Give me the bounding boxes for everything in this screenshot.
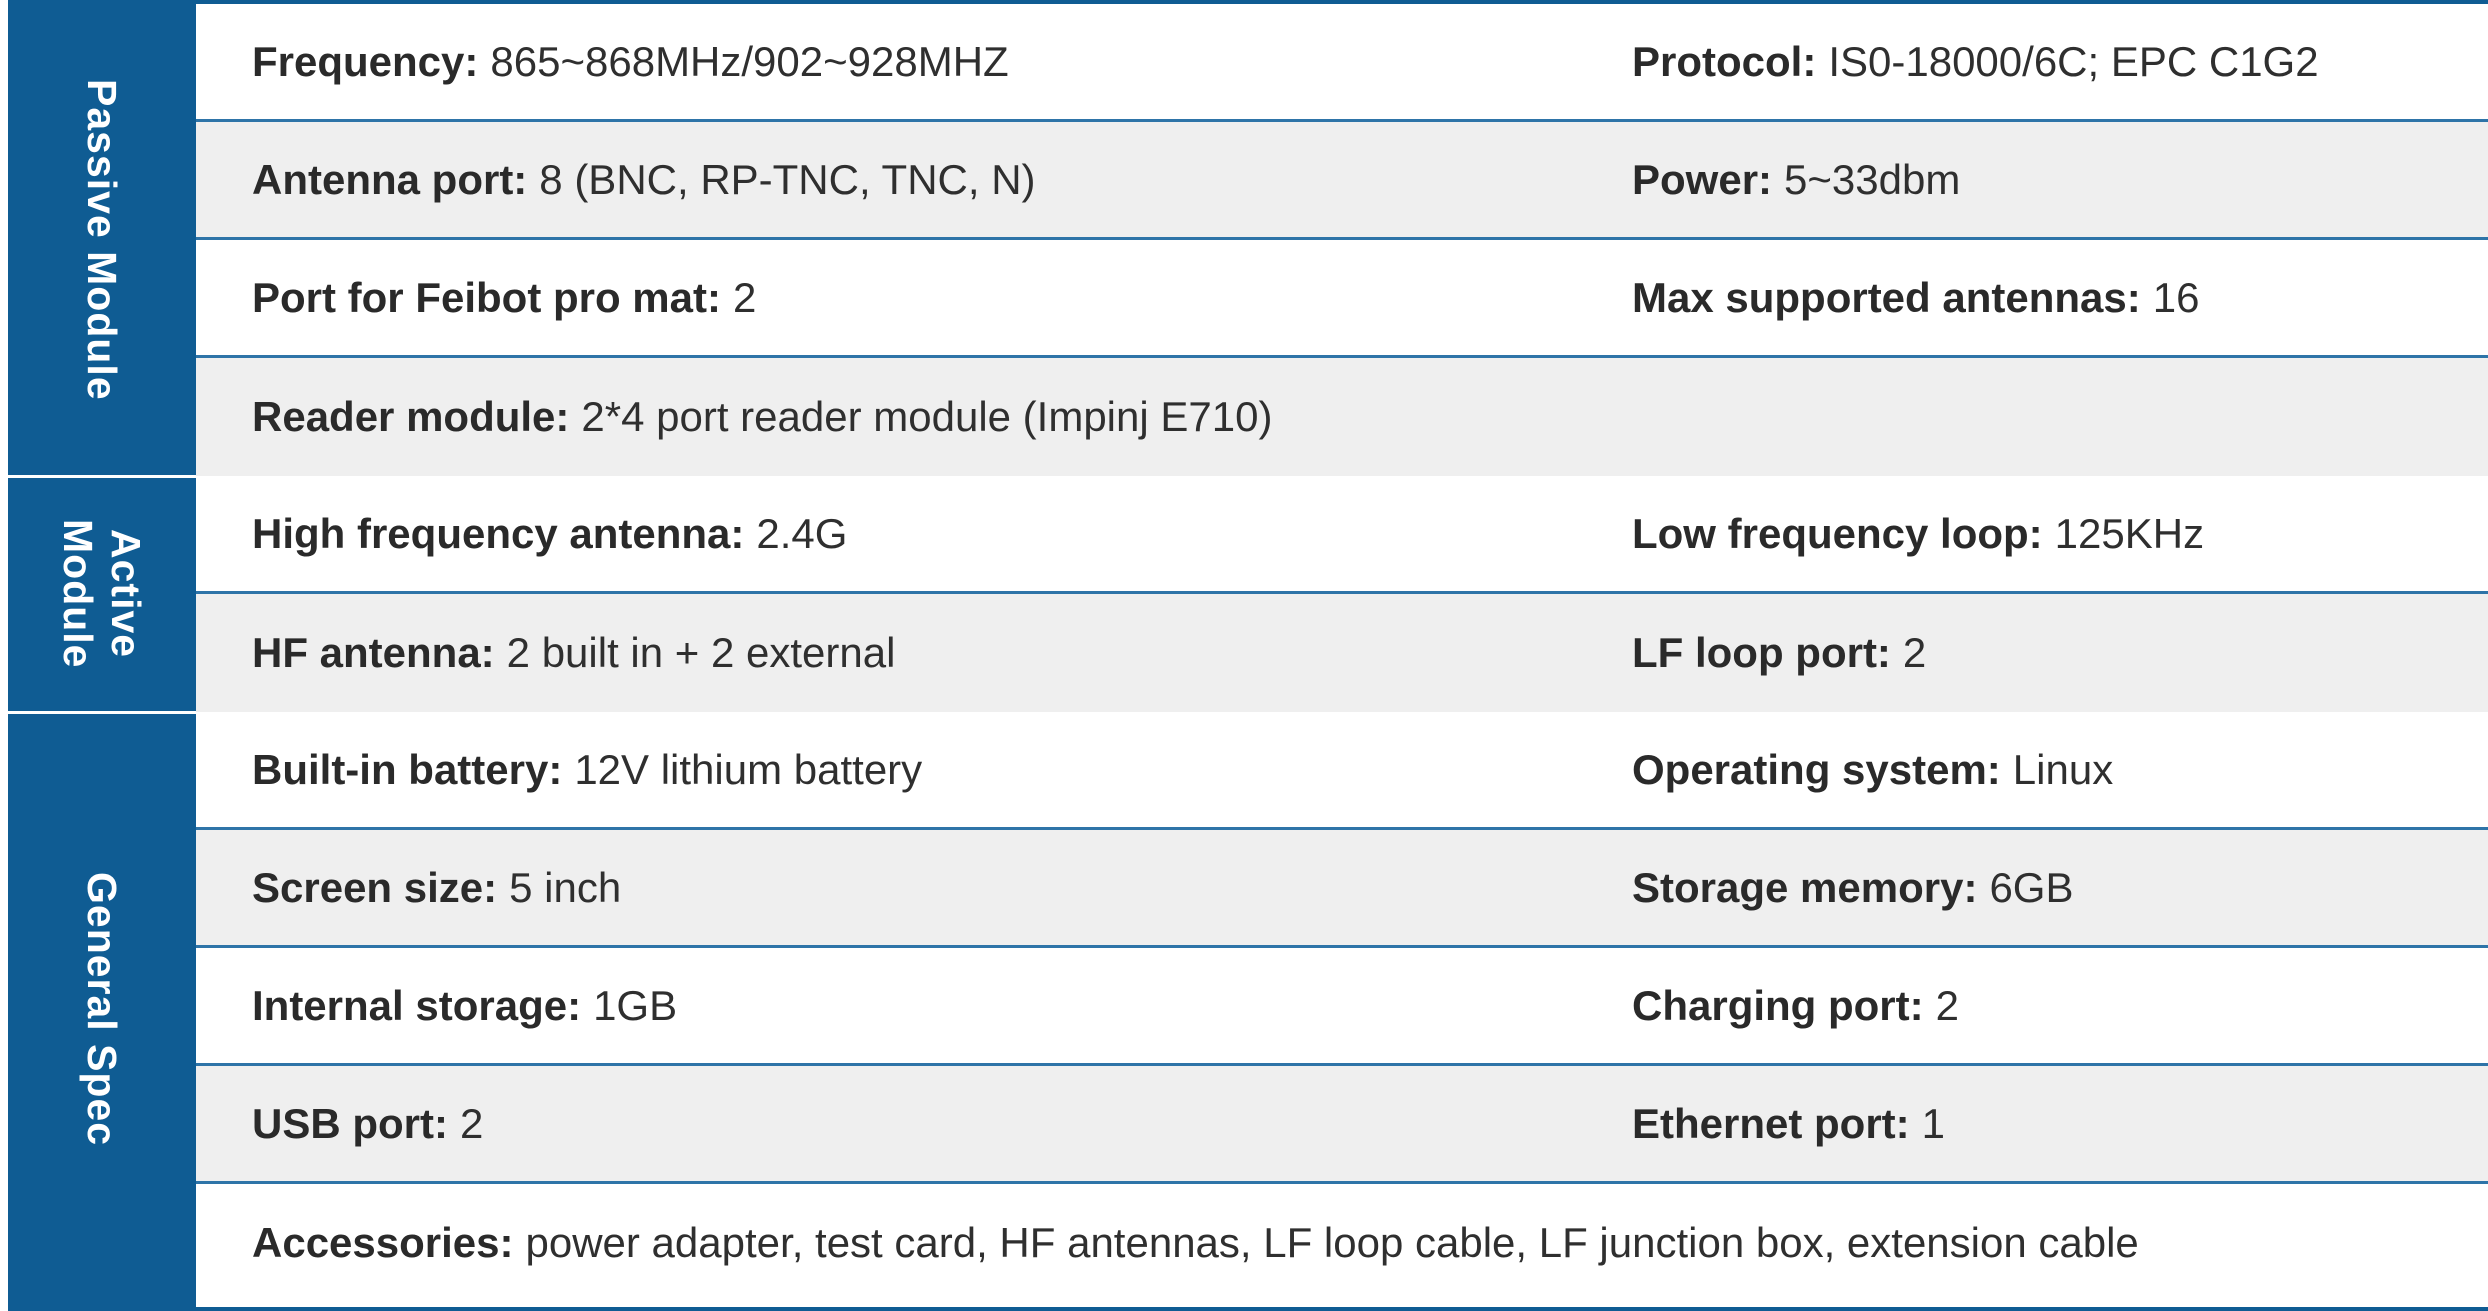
spec-value: 12V lithium battery	[574, 745, 923, 793]
spec-value: 1	[1921, 1099, 1946, 1147]
table-row: Built-in battery:12V lithium battery Ope…	[196, 712, 2488, 830]
table-row: Screen size:5 inch Storage memory:6GB	[196, 830, 2488, 948]
spec-key: Storage memory:	[1632, 863, 1978, 911]
spec-key: Frequency:	[252, 37, 479, 85]
spec-key: Power:	[1632, 155, 1773, 203]
table-row: Port for Feibot pro mat:2 Max supported …	[196, 240, 2488, 358]
table-row: Frequency:865~868MHz/902~928MHZ Protocol…	[196, 4, 2488, 122]
spec-value: 2	[732, 273, 757, 321]
section-active-module: Active Module High frequency antenna:2.4…	[8, 476, 2488, 712]
spec-key: Built-in battery:	[252, 745, 563, 793]
section-label-general: General Spec	[8, 712, 196, 1307]
spec-value: 2	[459, 1099, 484, 1147]
spec-value: 16	[2152, 273, 2200, 321]
spec-value: 2 built in + 2 external	[506, 629, 896, 676]
section-divider	[8, 475, 196, 478]
spec-value: 2	[1902, 629, 1927, 676]
spec-key: Screen size:	[252, 863, 498, 911]
spec-key: Protocol:	[1632, 37, 1817, 85]
table-row: High frequency antenna:2.4G Low frequenc…	[196, 476, 2488, 594]
spec-value: 2*4 port reader module (Impinj E710)	[581, 393, 1273, 440]
table-bottom-border	[8, 1307, 2488, 1311]
spec-key: Max supported antennas:	[1632, 273, 2141, 321]
spec-value: 2	[1935, 981, 1959, 1029]
spec-value: 125KHz	[2054, 509, 2205, 557]
spec-key: Charging port:	[1632, 981, 1924, 1029]
spec-value: 1GB	[593, 981, 678, 1029]
section-passive-module: Passive Module Frequency:865~868MHz/902~…	[8, 4, 2488, 476]
section-general-spec: General Spec Built-in battery:12V lithiu…	[8, 712, 2488, 1307]
spec-key: Ethernet port:	[1632, 1099, 1910, 1147]
table-row: Internal storage:1GB Charging port:2	[196, 948, 2488, 1066]
section-label-active: Active Module	[8, 476, 196, 712]
spec-value: 5~33dbm	[1784, 155, 1961, 203]
spec-key: Low frequency loop:	[1632, 509, 2043, 557]
spec-value: 5 inch	[509, 863, 622, 911]
section-divider	[8, 711, 196, 714]
spec-value: 865~868MHz/902~928MHZ	[490, 37, 1009, 85]
spec-key: HF antenna:	[252, 629, 495, 676]
section-label-text: Active Module	[55, 519, 149, 669]
table-row: Antenna port:8 (BNC, RP-TNC, TNC, N) Pow…	[196, 122, 2488, 240]
spec-value: IS0-18000/6C; EPC C1G2	[1828, 37, 2319, 85]
spec-key: Operating system:	[1632, 745, 2001, 793]
spec-key: USB port:	[252, 1099, 448, 1147]
spec-key: Reader module:	[252, 393, 570, 440]
table-top-border	[8, 0, 2488, 4]
table-row: USB port:2 Ethernet port:1	[196, 1066, 2488, 1184]
spec-key: High frequency antenna:	[252, 509, 745, 557]
spec-value: 6GB	[1989, 863, 2074, 911]
spec-key: Internal storage:	[252, 981, 582, 1029]
table-row: Accessories:power adapter, test card, HF…	[196, 1184, 2488, 1302]
spec-table: Passive Module Frequency:865~868MHz/902~…	[8, 0, 2488, 1311]
section-label-text: Passive Module	[79, 79, 125, 401]
spec-key: Port for Feibot pro mat:	[252, 273, 721, 321]
spec-key: LF loop port:	[1632, 629, 1891, 676]
table-row: Reader module:2*4 port reader module (Im…	[196, 358, 2488, 476]
table-row: HF antenna:2 built in + 2 external LF lo…	[196, 594, 2488, 712]
spec-value: 8 (BNC, RP-TNC, TNC, N)	[539, 155, 1036, 203]
section-label-passive: Passive Module	[8, 4, 196, 476]
spec-value: power adapter, test card, HF antennas, L…	[525, 1219, 2139, 1266]
spec-value: 2.4G	[756, 509, 848, 557]
spec-value: Linux	[2012, 745, 2114, 793]
section-label-text: General Spec	[79, 872, 125, 1147]
spec-key: Antenna port:	[252, 155, 528, 203]
spec-key: Accessories:	[252, 1219, 514, 1266]
